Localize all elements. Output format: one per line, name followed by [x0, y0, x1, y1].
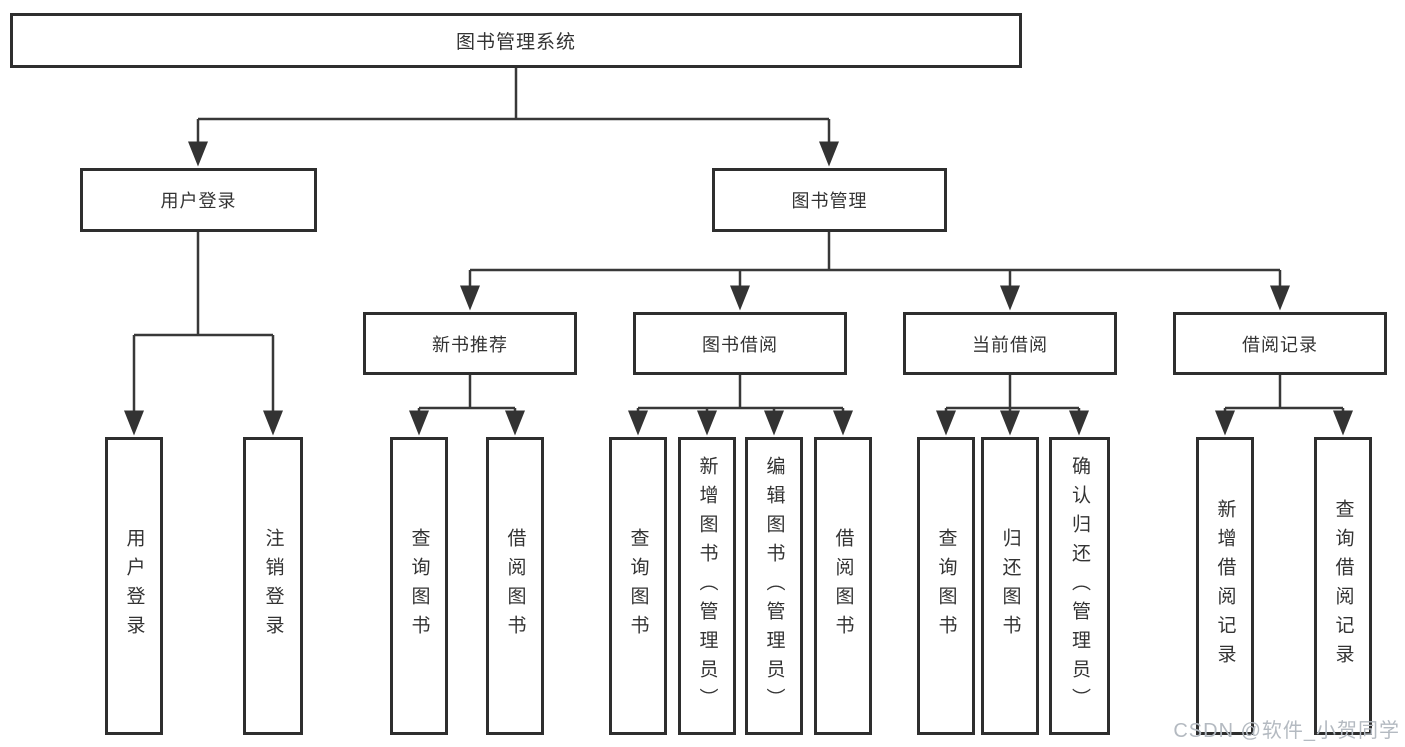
leaf-add-borrow-record: 新增借阅记录 — [1196, 437, 1254, 735]
connector-borrow-records-children — [1215, 375, 1353, 436]
leaf-confirm-return-admin-label: 确认归还（管理员） — [1069, 455, 1090, 717]
connector-new-book-recommend-children — [409, 375, 525, 436]
leaf-user-login-label: 用户登录 — [123, 528, 145, 644]
leaf-logout-label: 注销登录 — [262, 528, 284, 644]
node-current-borrow: 当前借阅 — [903, 312, 1117, 375]
node-user-login: 用户登录 — [80, 168, 317, 232]
node-root-label: 图书管理系统 — [455, 32, 576, 53]
leaf-return-books-label: 归还图书 — [999, 528, 1021, 644]
leaf-borrow-books-label: 借阅图书 — [832, 528, 854, 644]
leaf-recommend-query-books-label: 查询图书 — [408, 528, 430, 644]
leaf-edit-books-admin-label: 编辑图书（管理员） — [763, 455, 785, 717]
leaf-recommend-borrow-books: 借阅图书 — [486, 437, 544, 735]
connector-root-to-level2 — [188, 68, 839, 167]
node-new-book-recommend-label: 新书推荐 — [432, 334, 508, 355]
node-book-management-label: 图书管理 — [791, 191, 868, 211]
connector-current-borrow-children — [936, 375, 1089, 436]
leaf-query-borrow-record: 查询借阅记录 — [1314, 437, 1372, 735]
connector-user-login-children — [124, 232, 283, 436]
leaf-confirm-return-admin: 确认归还（管理员） — [1049, 437, 1110, 735]
leaf-borrow-books: 借阅图书 — [814, 437, 872, 735]
connector-book-management-children — [460, 232, 1290, 311]
leaf-logout: 注销登录 — [243, 437, 303, 735]
leaf-user-login: 用户登录 — [105, 437, 163, 735]
leaf-add-books-admin: 新增图书（管理员） — [678, 437, 736, 735]
node-borrow-records-label: 借阅记录 — [1242, 334, 1318, 355]
node-root: 图书管理系统 — [10, 13, 1022, 68]
leaf-recommend-borrow-books-label: 借阅图书 — [504, 528, 526, 644]
leaf-return-books: 归还图书 — [981, 437, 1039, 735]
leaf-current-query-books: 查询图书 — [917, 437, 975, 735]
node-book-borrow-label: 图书借阅 — [702, 334, 778, 355]
leaf-add-borrow-record-label: 新增借阅记录 — [1214, 499, 1236, 673]
leaf-edit-books-admin: 编辑图书（管理员） — [745, 437, 803, 735]
node-new-book-recommend: 新书推荐 — [363, 312, 577, 375]
node-current-borrow-label: 当前借阅 — [972, 334, 1048, 355]
leaf-add-books-admin-label: 新增图书（管理员） — [696, 455, 718, 717]
node-book-management: 图书管理 — [712, 168, 947, 232]
csdn-watermark: CSDN @软件_小贺同学 — [1173, 720, 1400, 742]
leaf-borrow-query-books: 查询图书 — [609, 437, 667, 735]
node-user-login-label: 用户登录 — [160, 191, 237, 211]
node-book-borrow: 图书借阅 — [633, 312, 847, 375]
leaf-query-borrow-record-label: 查询借阅记录 — [1332, 499, 1354, 673]
connector-book-borrow-children — [628, 375, 853, 436]
leaf-borrow-query-books-label: 查询图书 — [627, 528, 649, 644]
leaf-current-query-books-label: 查询图书 — [935, 528, 957, 644]
node-borrow-records: 借阅记录 — [1173, 312, 1387, 375]
leaf-recommend-query-books: 查询图书 — [390, 437, 448, 735]
